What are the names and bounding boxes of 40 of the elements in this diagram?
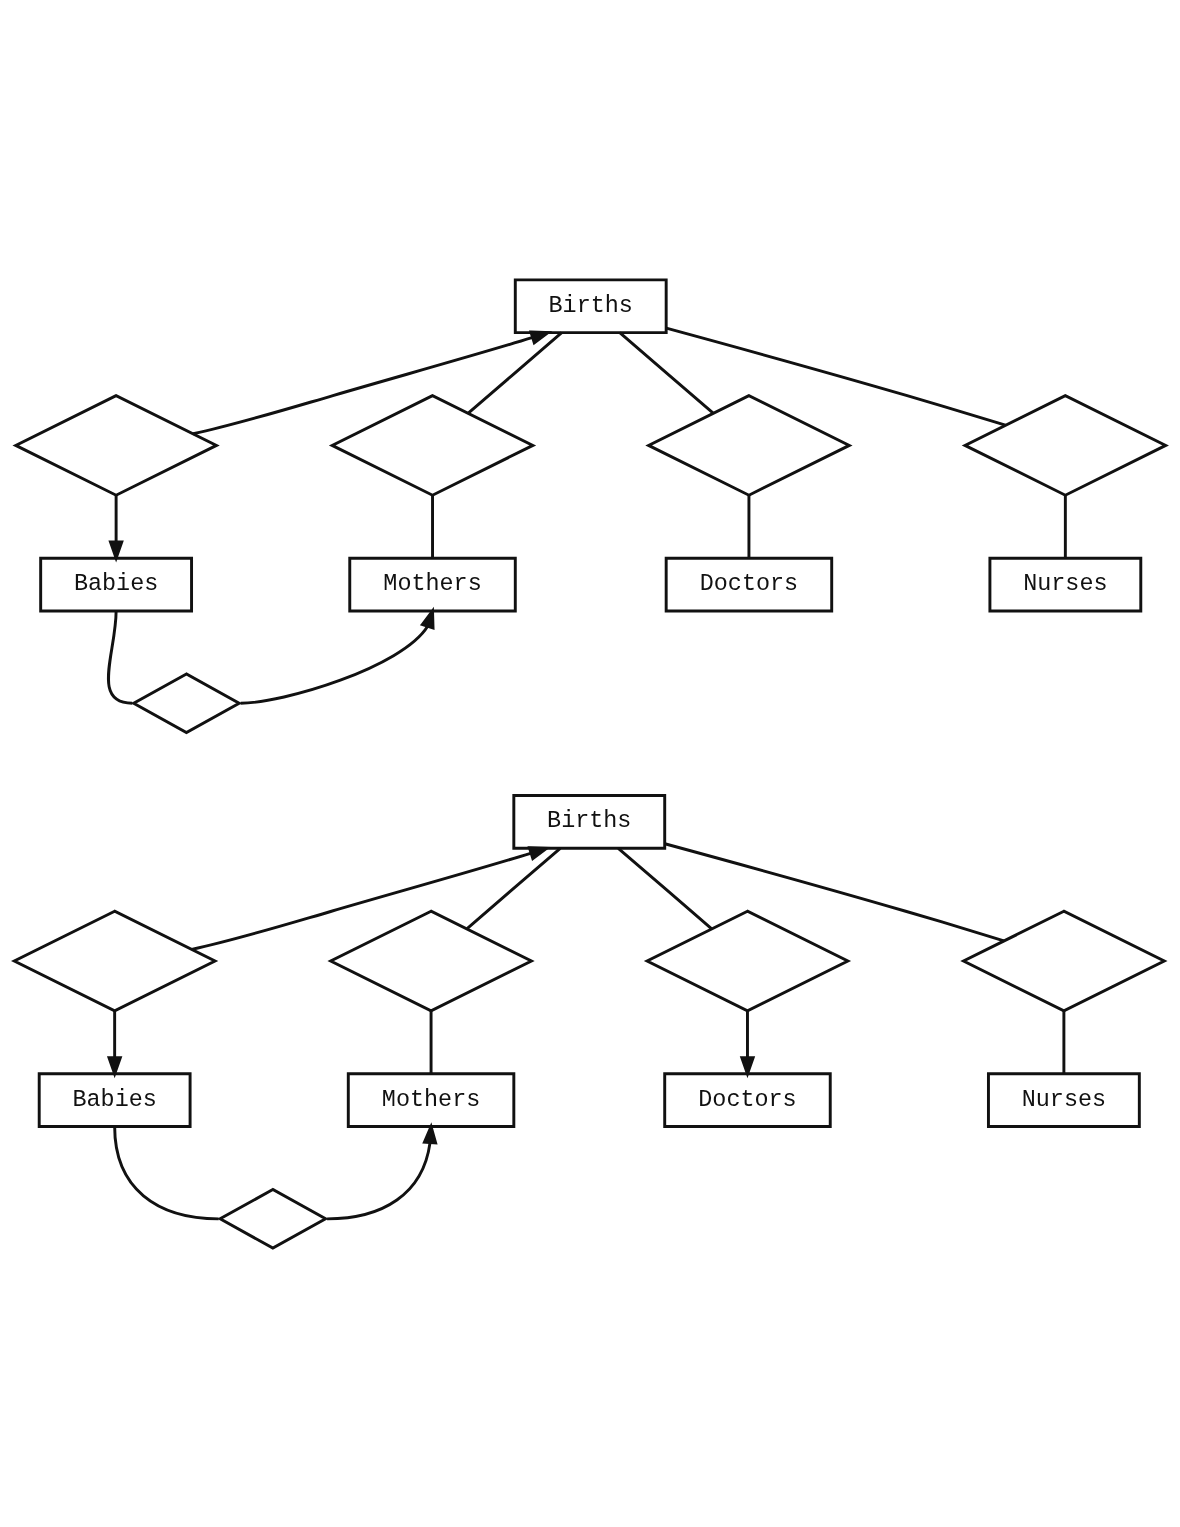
node-box: Mothers [348,556,517,612]
connector [429,1010,433,1074]
node-box: Nurses [987,1071,1141,1128]
node-box: Doctors [664,556,834,612]
connector [467,331,563,414]
connector [664,841,1005,942]
node-diamond [643,909,852,1012]
connector [747,494,751,558]
connector [113,1125,219,1220]
node-diamond [327,909,535,1012]
connector [107,610,133,705]
node-box: Nurses [988,556,1143,612]
node-diamond [960,909,1168,1012]
arrow [327,1121,438,1220]
connector [618,331,714,414]
node-box: Births [512,793,667,850]
node-diamond [217,1187,329,1250]
node-diamond [328,393,537,497]
node-diamond [12,393,220,497]
connector [466,846,562,930]
connector [617,846,713,930]
node-diamond [11,909,219,1012]
arrow [108,494,124,563]
node-box: Births [513,277,668,334]
node-box: Babies [39,556,193,612]
arrow [240,606,435,705]
connector [665,326,1006,427]
connector [1062,1010,1066,1074]
arrow [739,1010,756,1078]
arrow [192,330,553,435]
arrow [106,1010,123,1078]
arrow [191,845,551,951]
node-diamond [130,671,243,734]
node-diamond [961,393,1169,497]
node-diamond [645,393,853,497]
node-box: Babies [37,1071,192,1128]
connector [431,494,434,558]
connector [1063,494,1067,558]
node-box: Doctors [663,1071,832,1128]
node-box: Mothers [346,1071,516,1128]
